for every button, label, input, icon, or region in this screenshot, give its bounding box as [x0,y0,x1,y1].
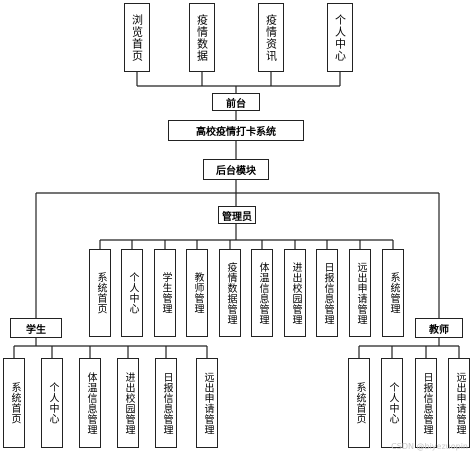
front-item-personal-center: 个人中心 [327,3,353,72]
student-label: 学生 [10,318,62,338]
student-item-leave-request-mgmt: 远出申请管理 [196,358,218,448]
student-item-temperature-mgmt: 体温信息管理 [79,358,101,448]
front-item-epidemic-data: 疫情数据 [189,3,215,72]
front-label: 前台 [212,93,260,111]
teacher-item-leave-request-mgmt: 远出申请管理 [448,358,470,448]
admin-label: 管理员 [218,206,256,224]
admin-item-epidemic-data-mgmt: 疫情数据管理 [219,249,241,337]
front-item-epidemic-news: 疫情资讯 [258,3,284,72]
teacher-label: 教师 [415,318,463,338]
admin-item-student-mgmt: 学生管理 [154,249,176,337]
teacher-item-daily-report-mgmt: 日报信息管理 [415,358,437,448]
teacher-item-system-home: 系统首页 [348,358,370,448]
admin-item-teacher-mgmt: 教师管理 [186,249,208,337]
admin-item-leave-request-mgmt: 远出申请管理 [349,249,371,337]
student-item-daily-report-mgmt: 日报信息管理 [155,358,177,448]
admin-item-system-home: 系统首页 [89,249,111,337]
admin-item-campus-access-mgmt: 进出校园管理 [284,249,306,337]
admin-item-temperature-mgmt: 体温信息管理 [251,249,273,337]
student-item-system-home: 系统首页 [3,358,25,448]
front-item-browse-home: 浏览首页 [124,3,150,72]
system-title: 高校疫情打卡系统 [168,120,304,141]
admin-item-system-mgmt: 系统管理 [382,249,404,337]
admin-item-daily-report-mgmt: 日报信息管理 [316,249,338,337]
admin-item-personal-center: 个人中心 [121,249,143,337]
watermark: CSDN @biyezuopin [391,442,468,451]
backend-label: 后台模块 [203,159,269,180]
student-item-personal-center: 个人中心 [41,358,63,448]
teacher-item-personal-center: 个人中心 [381,358,403,448]
student-item-campus-access-mgmt: 进出校园管理 [117,358,139,448]
